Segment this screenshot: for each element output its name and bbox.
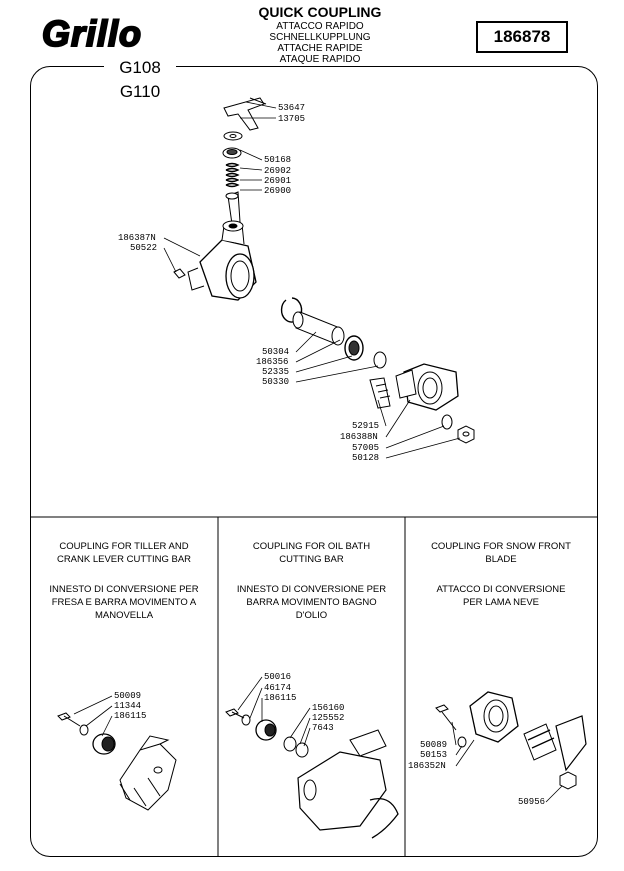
main-housing [173,220,257,301]
panel2-drawing [225,708,399,839]
shaft-assembly [280,297,387,369]
part-label-186352n: 186352N [408,761,446,771]
part-label-186115: 186115 [264,693,297,703]
lever-pin-assembly [222,97,267,225]
part-label-53647: 53647 [278,103,306,113]
part-label-50956: 50956 [518,797,546,807]
part-label-50522: 50522 [130,243,158,253]
subtitle-de: SCHNELLKUPPLUNG [269,32,371,43]
panel2-leader-lines [237,676,311,747]
part-label-26900: 26900 [264,186,292,196]
grillo-logo: Grillo [41,16,142,52]
subtitle-es: ATAQUE RAPIDO [279,54,361,65]
part-number-box: 186878 [476,21,568,53]
part-label-50016: 50016 [264,672,292,682]
part-label-186115: 186115 [114,711,147,721]
part-label-52915: 52915 [352,421,380,431]
panel1-leader-lines [73,695,113,737]
model-label-g110: G110 [104,82,176,102]
panel3-leader-lines [451,721,563,803]
subtitle-fr: ATTACHE RAPIDE [277,43,363,54]
part-label-50089: 50089 [420,740,448,750]
part-label-13705: 13705 [278,114,306,124]
part-label-50153: 50153 [420,750,448,760]
part-label-50009: 50009 [114,691,142,701]
part-label-125552: 125552 [312,713,345,723]
part-label-186388n: 186388N [340,432,378,442]
part-label-7643: 7643 [312,723,334,733]
part-label-186356: 186356 [256,357,289,367]
part-label-11344: 11344 [114,701,142,711]
part-label-52335: 52335 [262,367,290,377]
flange-coupling [369,363,475,444]
page-title: QUICK COUPLING [258,4,382,20]
panel1-drawing [57,712,177,811]
part-label-50128: 50128 [352,453,380,463]
diagram-frame [30,66,598,857]
main-leader-lines [163,101,461,459]
part-label-26901: 26901 [264,176,292,186]
part-label-50330: 50330 [262,377,290,387]
part-label-57005: 57005 [352,443,380,453]
panel3-drawing [435,691,587,790]
svg-text:Grillo: Grillo [42,16,142,52]
part-label-156160: 156160 [312,703,345,713]
model-label-g108: G108 [104,58,176,78]
subtitle-it: ATTACCO RAPIDO [276,21,364,32]
part-label-26902: 26902 [264,166,292,176]
part-label-186387n: 186387N [118,233,156,243]
part-label-50304: 50304 [262,347,290,357]
part-label-46174: 46174 [264,683,292,693]
part-label-50168: 50168 [264,155,292,165]
